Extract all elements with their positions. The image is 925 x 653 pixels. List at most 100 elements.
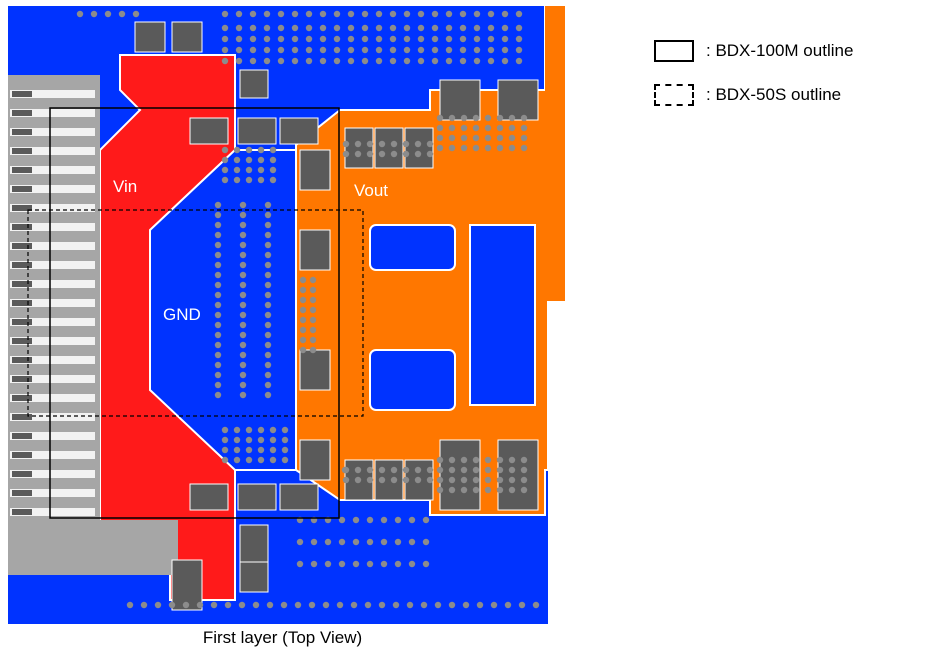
via — [214, 201, 222, 209]
via — [402, 150, 410, 158]
trace-pad — [12, 167, 32, 173]
via — [520, 476, 528, 484]
via — [460, 134, 468, 142]
via — [361, 24, 369, 32]
via — [239, 251, 247, 259]
trace-line — [10, 185, 95, 193]
via — [221, 10, 229, 18]
via — [233, 426, 241, 434]
via — [342, 150, 350, 158]
via — [245, 436, 253, 444]
via — [448, 476, 456, 484]
via — [257, 166, 265, 174]
trace-pad — [12, 490, 32, 496]
trace-line — [10, 109, 95, 117]
via — [239, 231, 247, 239]
via — [403, 35, 411, 43]
trace-pad — [12, 110, 32, 116]
trace-line — [10, 394, 95, 402]
via — [496, 114, 504, 122]
via — [291, 46, 299, 54]
via — [76, 10, 84, 18]
trace-line — [10, 470, 95, 478]
via — [508, 114, 516, 122]
trace-line — [10, 318, 95, 326]
via — [380, 538, 388, 546]
via — [210, 601, 218, 609]
via — [299, 286, 307, 294]
via — [239, 331, 247, 339]
via — [257, 426, 265, 434]
via — [291, 35, 299, 43]
via — [445, 10, 453, 18]
via — [460, 124, 468, 132]
pad — [497, 439, 539, 511]
via — [264, 381, 272, 389]
via — [263, 10, 271, 18]
via — [324, 538, 332, 546]
via — [309, 296, 317, 304]
via — [338, 560, 346, 568]
legend-swatch-solid — [654, 40, 694, 62]
via — [196, 601, 204, 609]
via — [508, 456, 516, 464]
via — [264, 211, 272, 219]
trace-pad — [12, 319, 32, 325]
via — [520, 486, 528, 494]
via — [305, 46, 313, 54]
via — [221, 35, 229, 43]
vout-island-bottom — [369, 349, 456, 411]
via — [389, 24, 397, 32]
trace-pad — [12, 357, 32, 363]
via — [484, 476, 492, 484]
via — [496, 466, 504, 474]
via — [414, 466, 422, 474]
via — [263, 57, 271, 65]
net-label-vin: Vin — [113, 177, 137, 196]
via — [508, 134, 516, 142]
via — [448, 486, 456, 494]
via — [422, 516, 430, 524]
via — [264, 251, 272, 259]
via — [233, 456, 241, 464]
trace-pad — [12, 452, 32, 458]
via — [347, 24, 355, 32]
via — [496, 134, 504, 142]
via — [264, 311, 272, 319]
via — [239, 311, 247, 319]
via — [431, 10, 439, 18]
via — [403, 46, 411, 54]
net-label-gnd: GND — [163, 305, 201, 324]
vout-strip — [545, 6, 565, 301]
trace-pad — [12, 243, 32, 249]
via — [496, 486, 504, 494]
gnd-core — [149, 149, 297, 471]
via — [249, 46, 257, 54]
via — [333, 35, 341, 43]
via — [473, 57, 481, 65]
via — [221, 46, 229, 54]
via — [378, 150, 386, 158]
via — [436, 486, 444, 494]
vout-gap-column — [469, 224, 536, 406]
trace-line — [10, 204, 95, 212]
via — [352, 538, 360, 546]
pad — [237, 483, 277, 511]
via — [520, 466, 528, 474]
via — [436, 476, 444, 484]
via — [403, 10, 411, 18]
via — [214, 321, 222, 329]
via — [459, 24, 467, 32]
via — [375, 35, 383, 43]
via — [487, 35, 495, 43]
via — [257, 436, 265, 444]
via — [269, 156, 277, 164]
via — [484, 124, 492, 132]
via — [508, 124, 516, 132]
via — [436, 456, 444, 464]
via — [508, 476, 516, 484]
via — [389, 46, 397, 54]
via — [490, 601, 498, 609]
via — [140, 601, 148, 609]
via — [445, 46, 453, 54]
